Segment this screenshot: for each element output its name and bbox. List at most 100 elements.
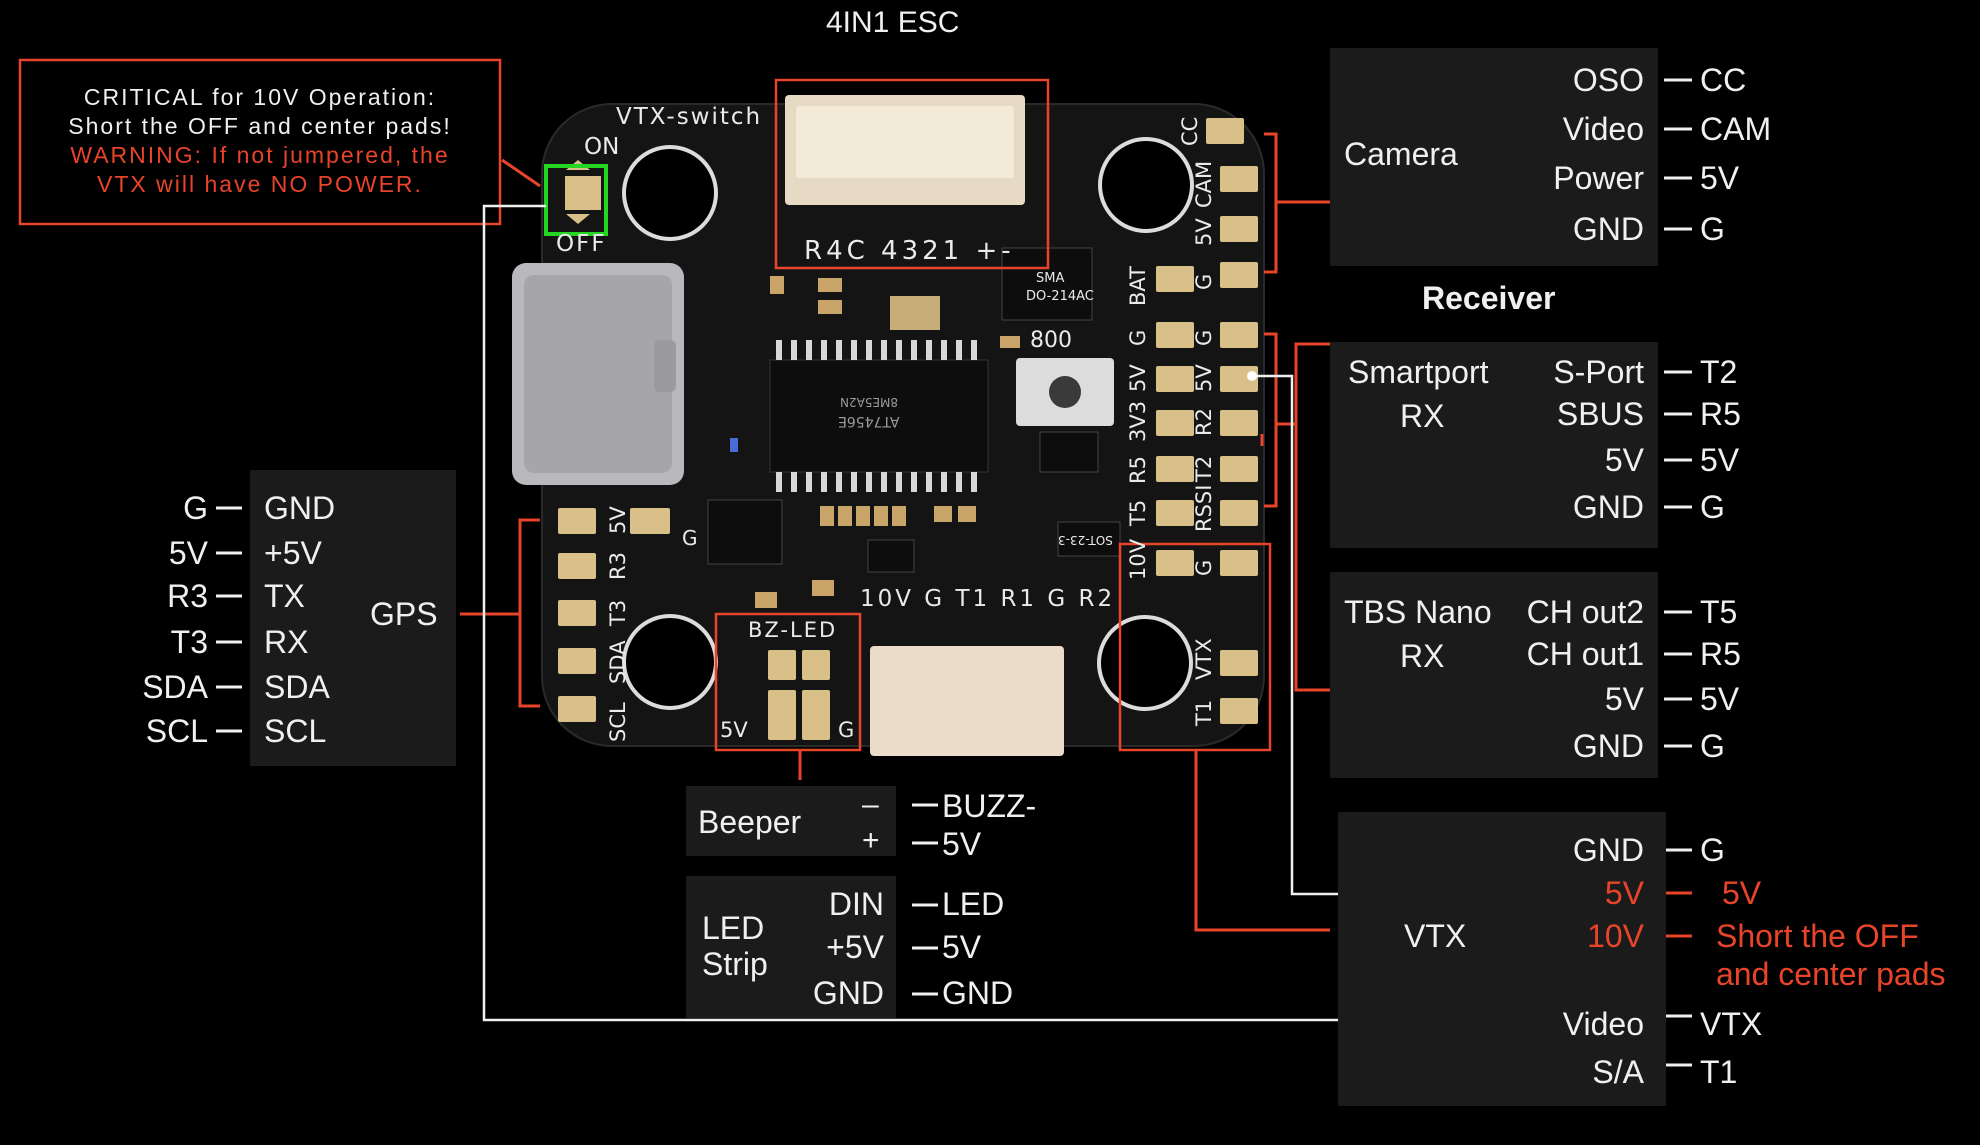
warning-line-3: WARNING: If not jumpered, the <box>70 142 450 168</box>
leader-dashes <box>216 78 1692 1067</box>
gps-target-5v: 5V <box>168 535 208 571</box>
pad-label-r5: R5 <box>1126 456 1150 484</box>
pad-label-scl: SCL <box>606 702 630 742</box>
vtx-target-vtx: VTX <box>1700 1006 1763 1042</box>
osd-chip <box>769 359 989 473</box>
pad-label-r2: R2 <box>1192 408 1216 436</box>
off-label: OFF <box>556 231 607 257</box>
gps-pin-sda: SDA <box>264 669 330 705</box>
smartport-pin-5v: 5V <box>1604 442 1644 478</box>
ic-pins-top <box>776 340 977 360</box>
pad-label-cc: CC <box>1178 116 1202 146</box>
beeper-label: Beeper <box>698 804 802 840</box>
led-target-5v: 5V <box>942 929 982 965</box>
camera-target-cc: CC <box>1700 62 1747 98</box>
gps-target-g: G <box>183 490 208 526</box>
gps-pin-gnd: GND <box>264 490 336 526</box>
mount-hole-top-left <box>622 145 718 241</box>
smartport-box <box>1330 342 1658 548</box>
warning-box <box>18 58 502 226</box>
mount-hole-bottom-right <box>1097 615 1193 711</box>
camera-target-g: G <box>1700 211 1725 247</box>
smartport-target-5v: 5V <box>1700 442 1740 478</box>
pad-label-r3: R3 <box>606 552 630 580</box>
tbs-target-g: G <box>1700 728 1725 764</box>
vtx-switch-center-pad <box>565 176 601 210</box>
vtx-target-short: Short the OFF <box>1716 918 1919 954</box>
beeper-box <box>686 786 896 856</box>
bz-g-label: G <box>838 718 855 742</box>
tbs-pin-ch2: CH out2 <box>1526 594 1644 630</box>
bz-led-pads <box>768 650 830 740</box>
gps-target-t3: T3 <box>170 624 208 660</box>
camera-pin-power: Power <box>1553 160 1644 196</box>
diagram-title: 4IN1 ESC <box>826 6 960 39</box>
gps-target-sda: SDA <box>142 669 208 705</box>
beeper-target-5v: 5V <box>942 826 982 862</box>
smartport-pin-sbus: SBUS <box>1556 396 1644 432</box>
bz-5v-label: 5V <box>720 718 748 742</box>
led-target-led: LED <box>942 886 1005 922</box>
pad-label-bat: BAT <box>1126 266 1150 306</box>
warning-line-4: VTX will have NO POWER. <box>97 171 423 197</box>
led-box <box>686 876 896 1018</box>
vtx-label: VTX <box>1404 918 1467 954</box>
on-label: ON <box>584 134 620 160</box>
vtx-pin-video: Video <box>1562 1006 1644 1042</box>
mount-hole-bottom-left <box>622 614 718 710</box>
label-800: 800 <box>1030 328 1072 353</box>
camera-pin-video: Video <box>1562 111 1644 147</box>
beeper-pin-minus: – <box>862 788 879 821</box>
pad-label-sda: SDA <box>606 640 630 685</box>
pad-label-g3: G <box>1192 329 1216 346</box>
receiver-title: Receiver <box>1422 280 1556 316</box>
sot-label: SOT-23-3 <box>1058 533 1113 547</box>
bz-led-label: BZ-LED <box>748 618 838 642</box>
sma-part: DO-214AC <box>1026 289 1094 304</box>
pad-label-t2: T2 <box>1192 455 1216 482</box>
smartport-target-g: G <box>1700 489 1725 525</box>
led-target-gnd: GND <box>942 975 1014 1011</box>
connector-lines <box>460 132 1330 932</box>
pad-label-g2: G <box>1192 273 1216 290</box>
vtx-pin-10v: 10V <box>1587 918 1644 954</box>
tbs-pin-ch1: CH out1 <box>1526 636 1644 672</box>
led-pin-5v: +5V <box>826 929 884 965</box>
camera-target-5v: 5V <box>1700 160 1740 196</box>
pad-label-t5: T5 <box>1126 499 1150 526</box>
gps-label: GPS <box>370 596 438 632</box>
tbs-label: TBS Nano <box>1344 594 1492 630</box>
smartport-pin-gnd: GND <box>1572 489 1644 525</box>
pad-label-5v3: 5V <box>1192 364 1216 392</box>
vtx-target-t1: T1 <box>1700 1054 1738 1090</box>
vtx-pin-5v: 5V <box>1604 875 1644 911</box>
gps-pin-scl: SCL <box>264 713 327 749</box>
vtx-box <box>1338 812 1666 1106</box>
camera-target-cam: CAM <box>1700 111 1772 147</box>
right-pads-inner <box>1156 266 1194 576</box>
mount-hole-top-right <box>1098 137 1194 233</box>
led-strip-label: Strip <box>702 946 768 982</box>
camera-pin-oso: OSO <box>1572 62 1644 98</box>
smartport-target-t2: T2 <box>1700 354 1738 390</box>
left-pads <box>558 508 670 722</box>
bottom-connector <box>870 646 1064 756</box>
pad-label-rssi: RSSI <box>1192 484 1216 532</box>
vtx-target-short-line2: and center pads <box>1716 956 1946 992</box>
sma-label: SMA <box>1036 271 1065 286</box>
camera-box <box>1330 48 1658 266</box>
led-pin-din: DIN <box>828 886 884 922</box>
ic-text-1: 8ME5A2N <box>840 395 899 409</box>
leader-dashes-red <box>1664 891 1692 938</box>
tbs-pin-5v: 5V <box>1604 681 1644 717</box>
pad-label-t1: T1 <box>1192 699 1216 726</box>
pad-label-10v: 10V <box>1126 538 1150 580</box>
ic-text-2: AT7456E <box>838 413 900 429</box>
vtx-pin-sa: S/A <box>1592 1054 1644 1090</box>
passives <box>755 276 1020 608</box>
vtx-pin-gnd: GND <box>1572 832 1644 868</box>
tbs-target-t5: T5 <box>1700 594 1738 630</box>
tbs-pin-gnd: GND <box>1572 728 1644 764</box>
